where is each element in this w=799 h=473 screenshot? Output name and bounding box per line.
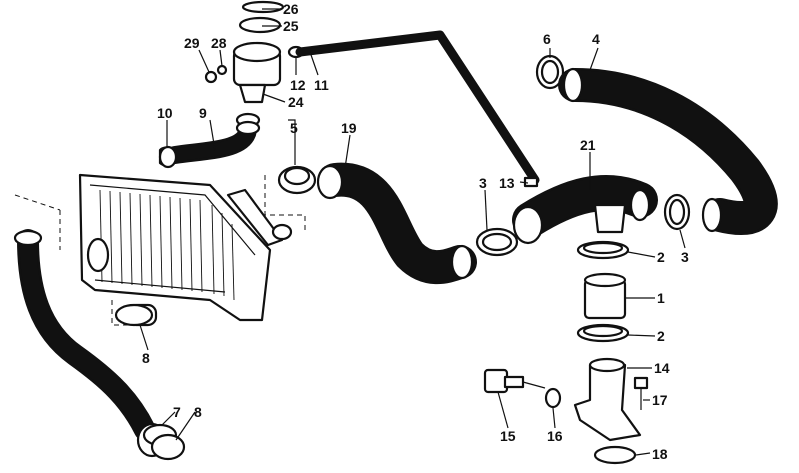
callout-25: 25 [283,18,299,34]
callout-24: 24 [288,94,304,110]
hose-clamp-6 [535,54,565,90]
callout-29: 29 [184,35,200,51]
callout-21: 21 [580,137,596,153]
callout-9: 9 [199,105,207,121]
o-ring-18 [593,445,637,465]
callout-labels: 26 25 29 28 12 11 24 10 9 5 19 6 4 21 3 … [142,1,689,462]
callout-15: 15 [500,428,516,444]
hose-clamp-5 [264,165,317,230]
callout-28: 28 [211,35,227,51]
radiator [78,146,293,322]
callout-26: 26 [283,1,299,17]
hose-9 [158,112,261,169]
callout-3-right: 3 [681,249,689,265]
callout-12: 12 [290,77,306,93]
hose-lower-left [13,194,168,458]
callout-2-lower: 2 [657,328,665,344]
callout-19: 19 [341,120,357,136]
callout-6: 6 [543,31,551,47]
callout-1: 1 [657,290,665,306]
leader-lines [139,8,686,456]
callout-2-upper: 2 [657,249,665,265]
callout-8-lower: 8 [194,404,202,420]
callout-3-left: 3 [479,175,487,191]
hose-21 [512,174,658,245]
hose-clamp-3-left [475,227,519,257]
callout-18: 18 [652,446,668,462]
hose-clamp-3-right [663,193,691,231]
hose-19 [316,162,477,285]
callout-10: 10 [157,105,173,121]
callout-16: 16 [547,428,563,444]
callout-13: 13 [499,175,515,191]
hose-clamps-lower [114,303,186,461]
callout-4: 4 [592,31,600,47]
callout-14: 14 [654,360,670,376]
callout-17: 17 [652,392,668,408]
pipe-11 [295,30,540,188]
hose-clamp-2-lower [576,323,630,343]
callout-8-upper: 8 [142,350,150,366]
callout-7: 7 [173,404,181,420]
gasket-16 [544,387,562,409]
connector-sleeve-1 [583,272,627,320]
callout-11: 11 [314,77,329,93]
temperature-sensor-15 [483,368,546,394]
hose-4 [558,67,778,235]
hose-clamp-2-upper [576,240,630,260]
callout-5: 5 [290,120,298,136]
coolant-outlet-14 [573,357,642,442]
screw-17 [633,376,649,410]
